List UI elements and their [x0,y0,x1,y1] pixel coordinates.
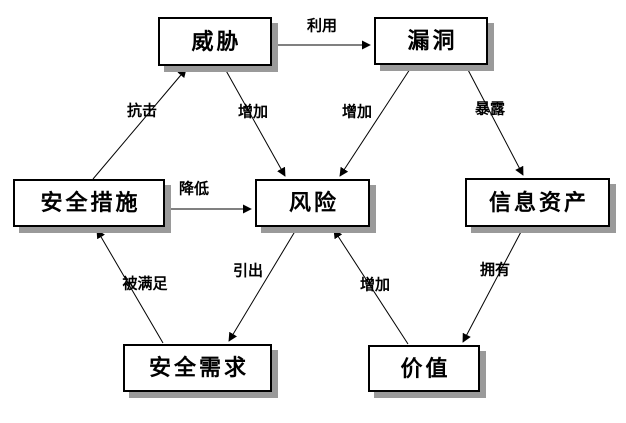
edge-label-satisfied-by: 被满足 [122,275,168,293]
node-risk: 风险 [255,179,370,227]
edge-label-exploit: 利用 [306,17,338,35]
node-vulnerability-label: 漏洞 [407,28,458,53]
edge-label-increase-by-threat: 增加 [237,103,269,121]
edge-label-elicit: 引出 [232,262,264,280]
edge-increase-by-value-line [333,229,409,345]
node-assets-label: 信息资产 [488,189,589,215]
edge-label-resist: 抗击 [126,102,158,120]
edge-label-reduce: 降低 [178,180,210,198]
edge-increase-by-vulnerability-line [339,65,413,177]
node-threat-label: 威胁 [191,28,242,54]
edge-elicit-line [228,227,298,342]
node-threat: 威胁 [158,17,272,66]
node-requirements-label: 安全需求 [148,355,249,380]
edge-expose-line [465,65,524,176]
edge-label-increase-by-value: 增加 [359,276,391,294]
edge-increase-by-threat-line [223,66,286,177]
node-requirements: 安全需求 [123,344,272,392]
node-value: 价值 [368,345,480,392]
node-vulnerability: 漏洞 [374,17,488,65]
edge-label-increase-by-vulnerability: 增加 [341,103,373,121]
edge-own-line [462,227,524,343]
node-value-label: 价值 [400,355,451,381]
node-assets: 信息资产 [465,178,610,227]
edge-resist-line [92,68,187,180]
node-safeguards-label: 安全措施 [40,190,141,215]
edge-label-own: 拥有 [479,261,511,279]
edge-satisfied-by-line [96,229,164,344]
node-safeguards: 安全措施 [13,179,165,227]
node-risk-label: 风险 [288,190,339,215]
edge-label-expose: 暴露 [474,100,506,118]
